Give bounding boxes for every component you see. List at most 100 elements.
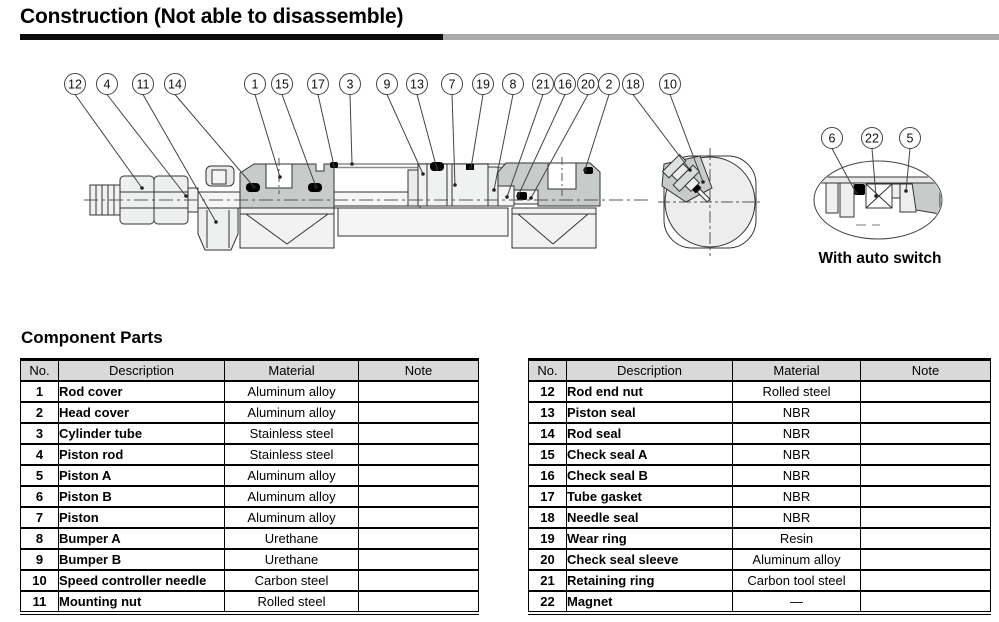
column-header: Description (566, 359, 733, 382)
table-cell: 5 (20, 465, 59, 487)
callout-9 (376, 73, 398, 95)
column-header: Material (224, 359, 359, 382)
table-cell: Tube gasket (566, 486, 733, 508)
table-cell (860, 570, 991, 592)
table-cell (860, 444, 991, 466)
table-cell: Check seal A (566, 444, 733, 466)
table-cell: NBR (732, 486, 861, 508)
table-cell (860, 423, 991, 445)
table-cell: Rod cover (58, 381, 225, 403)
table-cell: Check seal sleeve (566, 549, 733, 571)
table-cell: 3 (20, 423, 59, 445)
table-cell (860, 549, 991, 571)
piston (417, 163, 489, 207)
callout-7 (441, 73, 463, 95)
table-cell: Rolled steel (732, 381, 861, 403)
table-cell: Aluminum alloy (224, 381, 359, 403)
table-cell: Urethane (224, 528, 359, 550)
table-cell: Stainless steel (224, 423, 359, 445)
table-cell: Carbon steel (224, 570, 359, 592)
table-cell: Wear ring (566, 528, 733, 550)
table-cell (860, 381, 991, 403)
table-cell (358, 549, 479, 571)
table-cell: 2 (20, 402, 59, 424)
column-header: Description (58, 359, 225, 382)
callout-number: 5 (907, 132, 914, 146)
callout-number: 1 (252, 78, 259, 92)
table-cell (358, 570, 479, 592)
table-cell: Bumper A (58, 528, 225, 550)
callout-number: 7 (449, 78, 456, 92)
callout-10 (659, 73, 681, 95)
callout-number: 4 (104, 78, 111, 92)
table-cell: 14 (528, 423, 567, 445)
table-cell: NBR (732, 444, 861, 466)
speed-controller-needle (661, 153, 711, 203)
table-cell: Rod seal (566, 423, 733, 445)
callout-18 (622, 73, 644, 95)
table-cell: Cylinder tube (58, 423, 225, 445)
callout-number: 17 (311, 78, 325, 92)
callout-number: 8 (510, 78, 517, 92)
table-cell: 10 (20, 570, 59, 592)
table-cell: 17 (528, 486, 567, 508)
table-cell: Needle seal (566, 507, 733, 529)
table-cell: 7 (20, 507, 59, 529)
callout-5 (899, 127, 921, 149)
callout-number: 20 (581, 78, 595, 92)
callout-3 (339, 73, 361, 95)
table-cell: Urethane (224, 549, 359, 571)
table-cell: 6 (20, 486, 59, 508)
page-title: Construction (Not able to disassemble) (20, 5, 404, 28)
table-cell: Speed controller needle (58, 570, 225, 592)
table-cell: 15 (528, 444, 567, 466)
callout-11 (132, 73, 154, 95)
table-cell: Aluminum alloy (224, 507, 359, 529)
callout-number: 16 (558, 78, 572, 92)
check-seal-b (517, 192, 527, 200)
table-cell: 4 (20, 444, 59, 466)
table-cell: Piston seal (566, 402, 733, 424)
table-cell: 22 (528, 591, 567, 612)
callout-number: 14 (168, 78, 182, 92)
callout-number: 15 (275, 78, 289, 92)
table-cell (860, 528, 991, 550)
auto-switch-caption: With auto switch (818, 250, 942, 267)
table-cell: Aluminum alloy (224, 486, 359, 508)
column-header: No. (20, 359, 59, 382)
table-cell (358, 528, 479, 550)
table-cell: Piston rod (58, 444, 225, 466)
callout-22 (861, 127, 883, 149)
callout-13 (406, 73, 428, 95)
callout-19 (472, 73, 494, 95)
table-cell: Magnet (566, 591, 733, 612)
callout-2 (598, 73, 620, 95)
table-cell (358, 381, 479, 403)
table-cell: 20 (528, 549, 567, 571)
needle-seal (692, 184, 702, 194)
table-cell: Head cover (58, 402, 225, 424)
table-cell: Carbon tool steel (732, 570, 861, 592)
column-header: Material (732, 359, 861, 382)
callout-4 (96, 73, 118, 95)
callout-number: 9 (384, 78, 391, 92)
table-cell: 1 (20, 381, 59, 403)
auto-switch-detail (813, 160, 943, 240)
callout-16 (554, 73, 576, 95)
callout-6 (821, 127, 843, 149)
